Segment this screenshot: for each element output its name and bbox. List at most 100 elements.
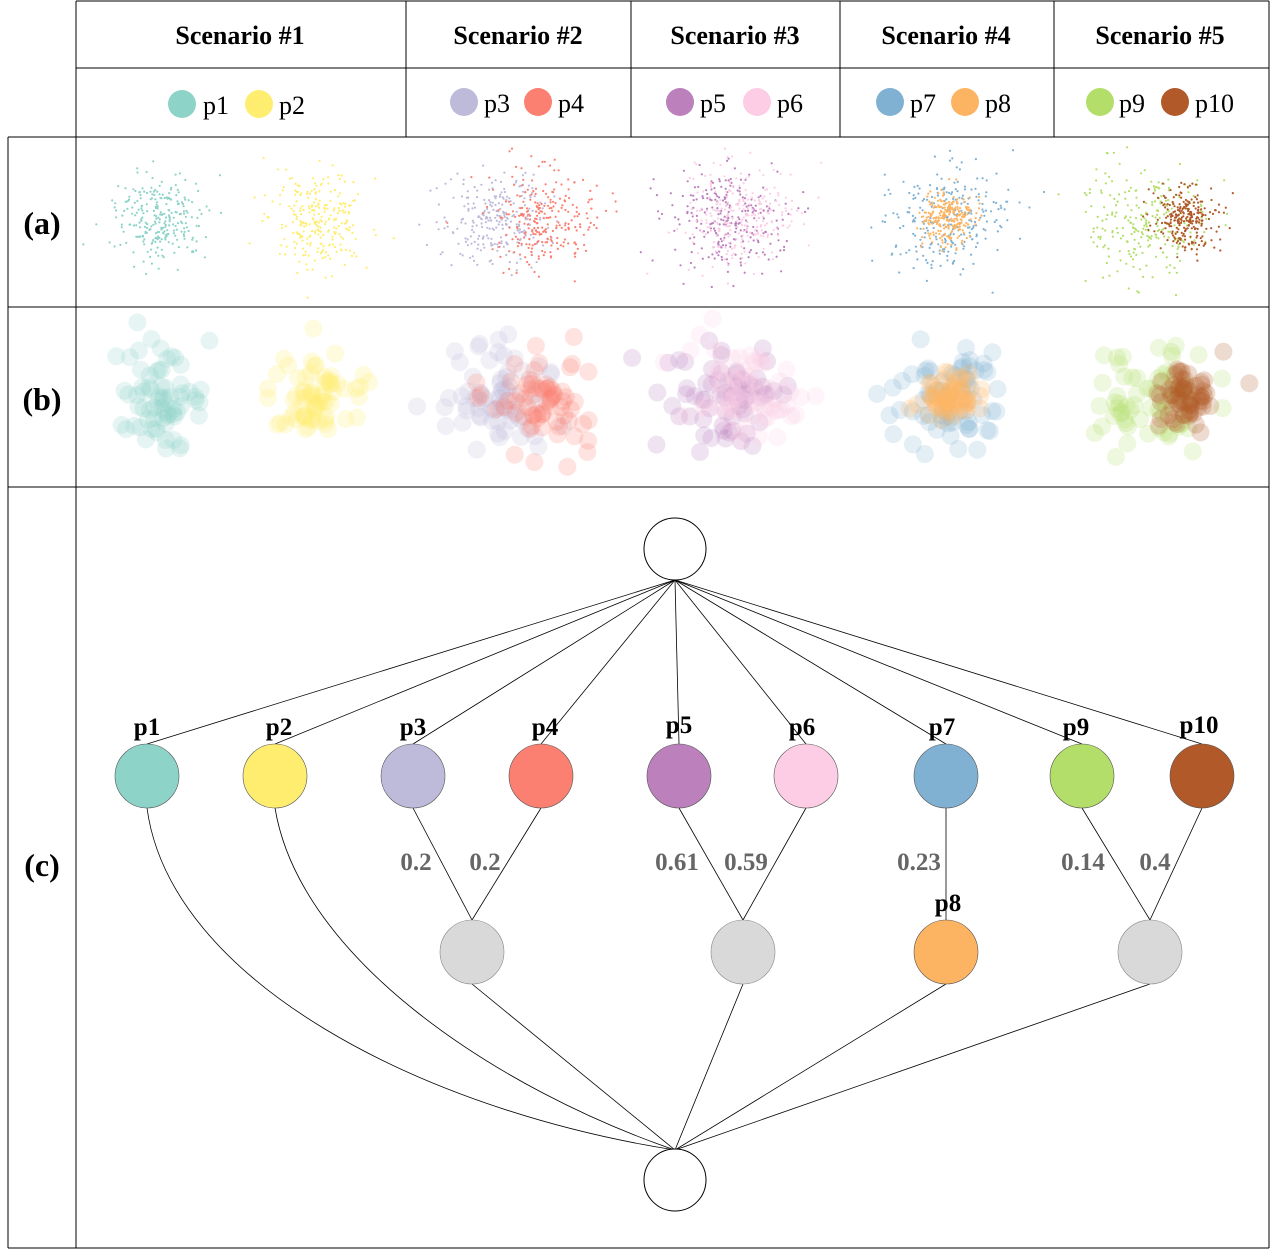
scatter-point-p1: [161, 254, 164, 257]
scatter-point-p7: [936, 187, 939, 190]
scatter-point-p5: [780, 270, 783, 273]
density-blob-p5: [743, 436, 762, 455]
density-blob-p4: [525, 361, 544, 380]
scatter-point-p5: [739, 264, 743, 267]
density-blob-p4: [561, 400, 580, 419]
scatter-point-p8: [961, 229, 964, 232]
scatter-point-p5: [693, 186, 697, 189]
scatter-point-p6: [739, 172, 743, 175]
scatter-point-p3: [477, 243, 480, 246]
scatter-point-p5: [682, 169, 686, 172]
density-blob-p7: [945, 366, 964, 385]
node-label-p7: p7: [929, 714, 955, 741]
scatter-point-p3: [464, 240, 468, 243]
scatter-point-p4: [534, 187, 538, 190]
density-blob-p10: [1148, 384, 1167, 403]
scatter-point-p10: [1163, 203, 1166, 206]
scatter-point-p10: [1166, 239, 1169, 242]
scatter-point-p4: [532, 189, 535, 193]
scatter-point-p6: [745, 212, 748, 215]
scatter-point-p2: [314, 205, 317, 208]
scatter-point-p8: [931, 201, 934, 204]
scatter-point-p9: [1102, 276, 1105, 279]
scatter-point-p3: [457, 242, 460, 245]
density-blob-p1: [120, 348, 139, 367]
density-blob-p6: [726, 387, 745, 406]
scatter-point-p9: [1151, 203, 1154, 206]
scatter-point-p9: [1133, 230, 1136, 234]
scatter-point-p1: [176, 200, 179, 203]
scatter-point-p3: [519, 238, 522, 241]
scatter-point-p4: [575, 206, 578, 209]
scatter-point-p6: [725, 222, 728, 225]
scatter-point-p9: [1126, 204, 1129, 207]
density-blob-p3: [480, 351, 499, 370]
scatter-point-p7: [956, 190, 959, 193]
density-blob-p1: [136, 430, 155, 449]
density-blob-p2: [354, 365, 373, 384]
density-blob-p1: [145, 398, 164, 417]
density-blob-p3: [469, 337, 488, 356]
density-blob-p8: [958, 385, 976, 404]
scatter-point-p3: [502, 245, 505, 248]
scatter-point-p8: [978, 195, 981, 199]
scatter-point-p1: [117, 185, 120, 188]
scatter-point-p4: [546, 238, 549, 241]
scatter-point-p3: [490, 205, 493, 208]
density-blob-p4: [471, 386, 490, 405]
scatter-point-p3: [486, 217, 489, 220]
scatter-point-p7: [1028, 206, 1031, 209]
density-blob-p3: [471, 408, 490, 427]
scatter-point-p10: [1186, 200, 1189, 203]
scatter-point-p9: [1150, 180, 1153, 183]
scatter-point-p4: [527, 246, 530, 249]
density-blob-p7: [919, 405, 938, 424]
node-p1: [114, 743, 180, 809]
density-blob-p3: [492, 382, 511, 401]
scatter-point-p5: [743, 197, 747, 200]
scatter-point-p6: [723, 147, 727, 150]
density-blob-p10: [1182, 396, 1201, 415]
density-blob-p4: [578, 443, 597, 462]
density-blob-p6: [748, 394, 767, 413]
density-blob-p1: [148, 391, 167, 410]
scatter-point-p2: [291, 176, 294, 180]
scatter-point-p5: [695, 198, 698, 201]
scatter-point-p6: [728, 181, 732, 184]
scatter-point-p10: [1195, 231, 1198, 234]
density-blob-p6: [751, 348, 769, 366]
scatter-point-p1: [113, 206, 116, 209]
density-blob-p6: [726, 370, 745, 389]
scatter-point-p9: [1224, 224, 1227, 227]
scatter-point-p7: [919, 227, 922, 230]
scatter-point-p3: [441, 251, 444, 254]
scatter-point-p4: [550, 244, 553, 247]
scatter-point-p1: [111, 199, 114, 202]
scatter-point-p8: [937, 229, 940, 232]
scatter-point-p6: [777, 194, 780, 197]
scatter-point-p1: [143, 225, 147, 228]
scatter-point-p6: [723, 258, 726, 261]
density-blob-p7: [974, 354, 993, 373]
scatter-point-p10: [1176, 230, 1179, 234]
density-blob-p1: [155, 394, 174, 413]
scatter-point-p9: [1140, 236, 1143, 239]
scatter-point-p10: [1178, 209, 1181, 213]
scatter-point-p3: [510, 274, 513, 277]
scatter-point-p7: [923, 236, 926, 239]
scatter-point-p4: [526, 223, 530, 226]
scatter-point-p9: [1084, 279, 1087, 282]
scatter-point-p6: [692, 213, 695, 217]
scatter-point-p5: [750, 232, 754, 235]
scatter-point-p10: [1168, 225, 1171, 228]
scatter-point-p5: [705, 189, 708, 192]
scatter-point-p3: [520, 194, 523, 197]
density-blob-p2: [308, 395, 327, 414]
scatter-point-p2: [322, 233, 325, 237]
scatter-point-p6: [781, 224, 784, 227]
density-blob-p10: [1164, 376, 1183, 395]
scatter-point-p2: [263, 212, 266, 216]
scatter-point-p2: [341, 209, 344, 212]
scatter-point-p1: [151, 193, 154, 196]
density-blob-p5: [723, 407, 742, 426]
